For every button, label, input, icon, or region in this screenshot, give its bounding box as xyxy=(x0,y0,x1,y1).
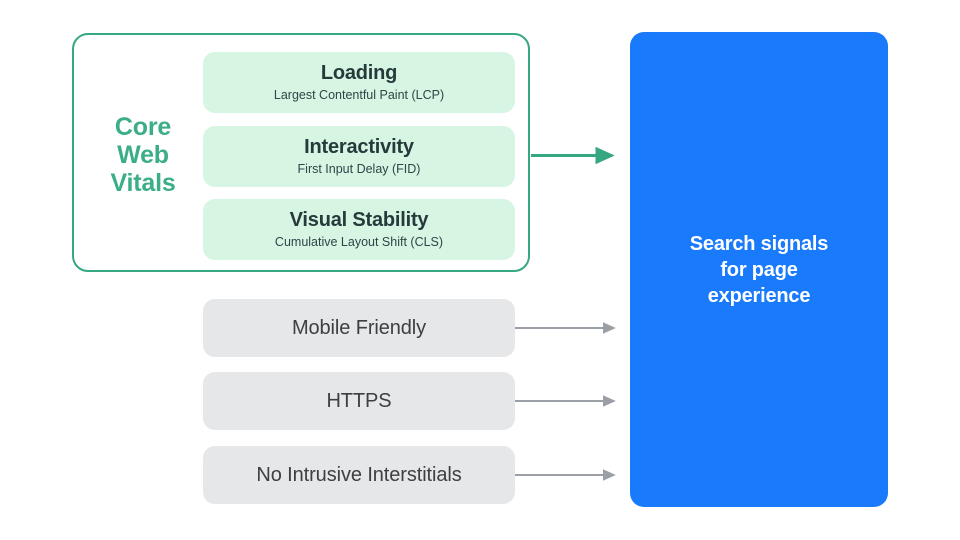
metric-title: Interactivity xyxy=(304,136,414,158)
search-signals-box[interactable]: Search signals for page experience xyxy=(630,32,888,507)
signal-label: Mobile Friendly xyxy=(291,317,427,339)
metric-title: Visual Stability xyxy=(289,209,429,231)
core-web-vitals-label-line-2: Web xyxy=(117,141,169,169)
signal-card-https[interactable]: HTTPS xyxy=(203,372,515,430)
search-signals-text: Search signals for page experience xyxy=(689,232,829,307)
metric-card-visual-stability[interactable]: Visual Stability Cumulative Layout Shift… xyxy=(203,199,515,260)
metric-title: Loading xyxy=(320,62,398,84)
core-web-vitals-group xyxy=(72,33,530,272)
core-web-vitals-label-line-1: Core xyxy=(114,113,172,141)
metric-subtitle: Cumulative Layout Shift (CLS) xyxy=(274,235,444,249)
metric-subtitle: Largest Contentful Paint (LCP) xyxy=(273,88,445,102)
signal-label: HTTPS xyxy=(326,390,392,412)
metric-subtitle: First Input Delay (FID) xyxy=(297,162,421,176)
metric-card-loading[interactable]: Loading Largest Contentful Paint (LCP) xyxy=(203,52,515,113)
core-web-vitals-label: Core Web Vitals xyxy=(98,113,188,197)
metric-card-interactivity[interactable]: Interactivity First Input Delay (FID) xyxy=(203,126,515,187)
signal-label: No Intrusive Interstitials xyxy=(256,464,462,486)
signal-card-mobile-friendly[interactable]: Mobile Friendly xyxy=(203,299,515,357)
signal-card-no-intrusive-interstitials[interactable]: No Intrusive Interstitials xyxy=(203,446,515,504)
core-web-vitals-label-line-3: Vitals xyxy=(110,169,176,197)
